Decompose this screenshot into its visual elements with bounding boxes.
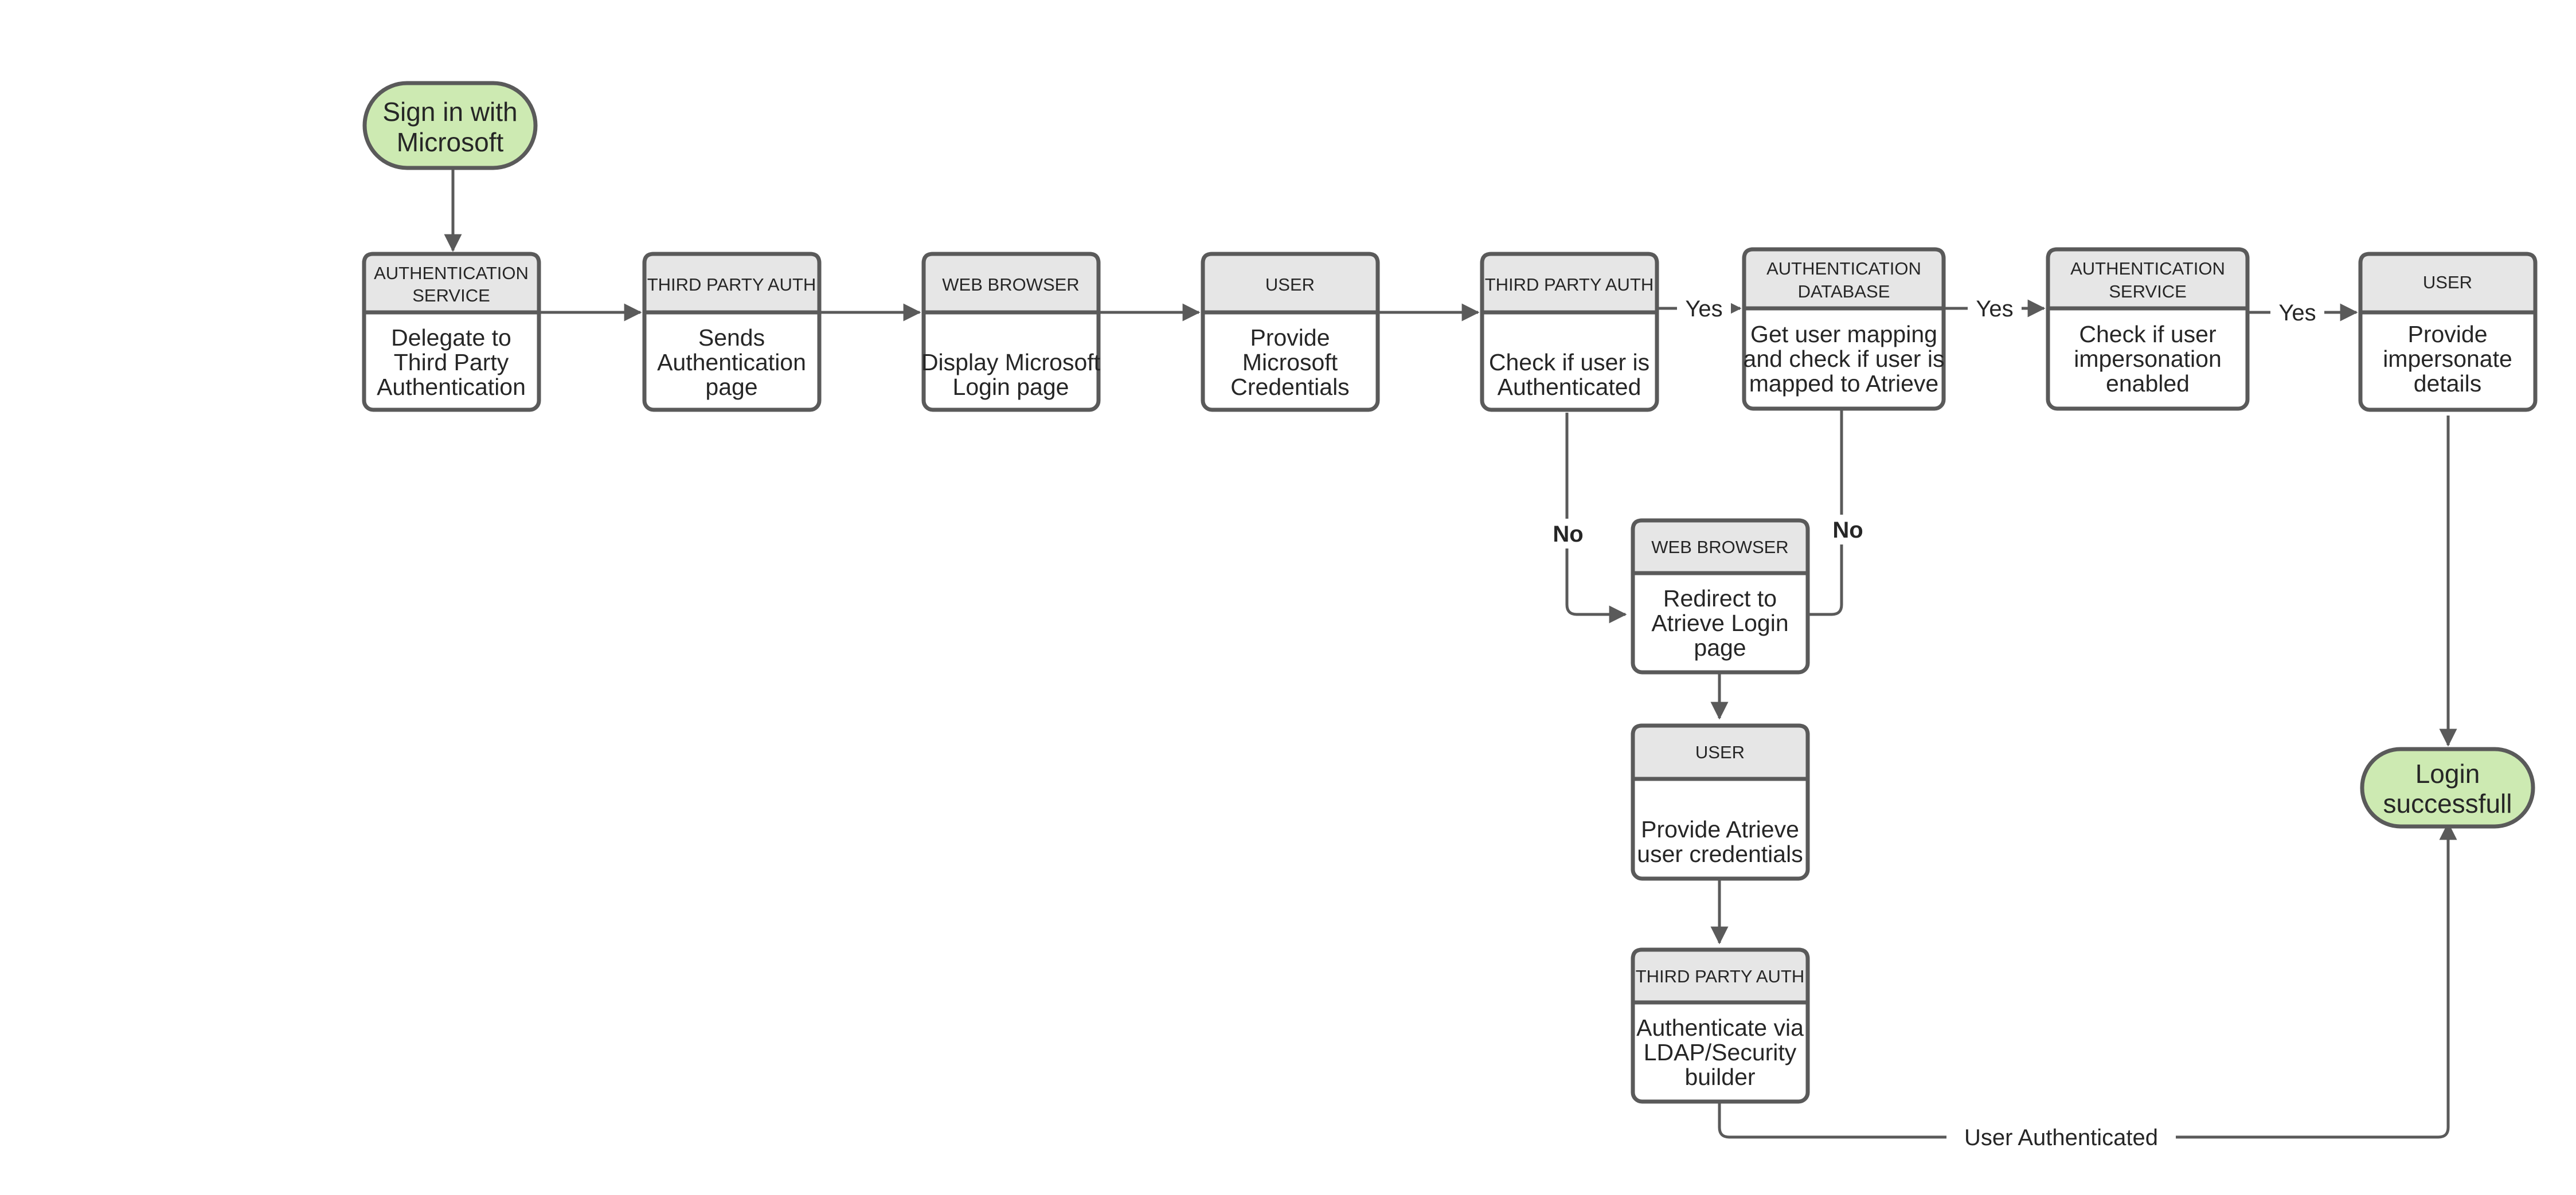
node-authentication-service-delegate[interactable]: AUTHENTICATION SERVICE Delegate to Third… [362,252,541,412]
node-n8-body-line1: Provide [2407,321,2487,347]
node-n8-body-line3: details [2414,370,2482,397]
terminal-start[interactable]: Sign in with Microsoft [362,81,538,170]
node-web-browser-display-login[interactable]: WEB BROWSER Display Microsoft Login page [921,252,1101,412]
node-web-browser-redirect-atrieve-login[interactable]: WEB BROWSER Redirect to Atrieve Login pa… [1631,518,1810,675]
terminal-end-shape [2360,747,2535,829]
edge-n5-to-n9-no [1565,413,1627,624]
node-n6-body-line1: Get user mapping [1750,321,1937,347]
node-n7-body-line1: Check if user [2079,321,2216,347]
node-authentication-service-impersonation[interactable]: AUTHENTICATION SERVICE Check if user imp… [2046,247,2250,411]
node-n1-header-line2: SERVICE [412,285,490,305]
node-third-party-auth-check-authenticated[interactable]: THIRD PARTY AUTH Check if user is Authen… [1480,252,1659,412]
node-n8-header [2358,252,2538,315]
node-n7-header [2046,247,2250,311]
edge-label-bg-yes-1 [1677,293,1731,323]
edge-label-no-2: No [1832,518,1863,543]
node-n4-header [1201,252,1380,315]
node-n3-header-line1: WEB BROWSER [942,275,1079,295]
node-n1-header-line1: AUTHENTICATION [374,263,529,283]
node-n1-header [362,252,541,315]
edge-label-bg-user-authenticated [1946,1123,2176,1151]
node-n11-body-line1: Authenticate via [1636,1014,1804,1041]
node-n7-header-line2: SERVICE [2109,281,2187,301]
terminal-end-line1: Login [2415,759,2480,789]
node-n8-header-line1: USER [2423,272,2472,292]
node-n2-header [642,252,822,315]
node-n2-body-line2: Authentication [657,349,806,375]
node-n4-header-line1: USER [1265,275,1315,295]
node-user-provide-atrieve-credentials[interactable]: USER Provide Atrieve user credentials [1631,723,1810,881]
edge-n11-to-end [1718,822,2457,1139]
node-third-party-auth-ldap-security-builder[interactable]: THIRD PARTY AUTH Authenticate via LDAP/S… [1631,947,1810,1104]
node-n3-header [921,252,1101,315]
terminal-start-line1: Sign in with [382,97,517,127]
node-n11-header-line1: THIRD PARTY AUTH [1636,966,1805,986]
node-n7-body-line2: impersonation [2074,346,2222,372]
node-n10-body-line2: user credentials [1637,841,1803,867]
edge-label-bg-no-2 [1826,515,1870,544]
edge-label-bg-yes-2 [1968,293,2022,323]
node-n2-header-line1: THIRD PARTY AUTH [647,275,816,295]
node-n6-header-line1: AUTHENTICATION [1766,258,1921,279]
node-n5-header [1480,252,1659,315]
node-n11-header [1631,947,1810,1005]
node-n1-body-line3: Authentication [377,374,526,400]
node-n10-body-line1: Provide Atrieve [1641,816,1799,843]
terminal-end[interactable]: Login successfull [2360,747,2535,829]
node-n6-header [1742,247,1946,311]
node-n1-body-line2: Third Party [394,349,509,375]
edge-label-bg-yes-3 [2270,297,2324,327]
edge-label-yes-2: Yes [1976,296,2013,322]
node-user-provide-microsoft-credentials[interactable]: USER Provide Microsoft Credentials [1201,252,1380,412]
node-n6-body-line3: mapped to Atrieve [1749,370,1938,397]
node-user-provide-impersonate-details[interactable]: USER Provide impersonate details [2358,252,2538,412]
node-n4-body-line1: Provide [1250,324,1330,351]
node-n9-body-line1: Redirect to [1663,585,1777,612]
edge-label-yes-1: Yes [1685,296,1722,322]
node-n6-header-line2: DATABASE [1798,281,1890,301]
edge-label-yes-3: Yes [2278,300,2316,326]
node-n5-header-line1: THIRD PARTY AUTH [1485,275,1654,295]
node-n3-body-line2: Login page [953,374,1069,400]
edge-label-bg-no-1 [1546,519,1590,548]
terminal-end-line2: successfull [2383,789,2512,818]
node-authentication-database-user-mapping[interactable]: AUTHENTICATION DATABASE Get user mapping… [1742,247,1946,411]
terminal-start-line2: Microsoft [397,127,504,157]
node-n2-body-line3: page [705,374,757,400]
node-n7-header-line1: AUTHENTICATION [2070,258,2225,279]
edge-n6-to-n9-no [1784,409,1843,624]
node-n10-header [1631,723,1810,781]
node-n7-body-line3: enabled [2106,370,2190,397]
node-n10-header-line1: USER [1695,742,1745,762]
node-n9-body-line3: page [1694,634,1746,661]
node-n9-header-line1: WEB BROWSER [1651,537,1788,557]
node-n2-body-line1: Sends [698,324,765,351]
node-n9-body-line2: Atrieve Login [1651,610,1788,636]
node-n4-body-line3: Credentials [1230,374,1349,400]
terminal-start-shape [362,81,538,170]
node-n5-body-line1: Check if user is [1489,349,1649,375]
node-n11-body-line2: LDAP/Security [1644,1039,1797,1065]
node-n3-body-line1: Display Microsoft [921,349,1101,375]
edge-label-user-authenticated: User Authenticated [1964,1125,2158,1150]
node-n6-body-line2: and check if user is [1744,346,1945,372]
node-n1-body-line1: Delegate to [391,324,511,351]
node-n9-header [1631,518,1810,575]
node-third-party-auth-sends-page[interactable]: THIRD PARTY AUTH Sends Authentication pa… [642,252,822,412]
edge-label-no-1: No [1553,522,1583,547]
node-n11-body-line3: builder [1684,1064,1755,1090]
node-n8-body-line2: impersonate [2383,346,2512,372]
node-n5-body-line2: Authenticated [1498,374,1641,400]
node-n4-body-line2: Microsoft [1242,349,1338,375]
